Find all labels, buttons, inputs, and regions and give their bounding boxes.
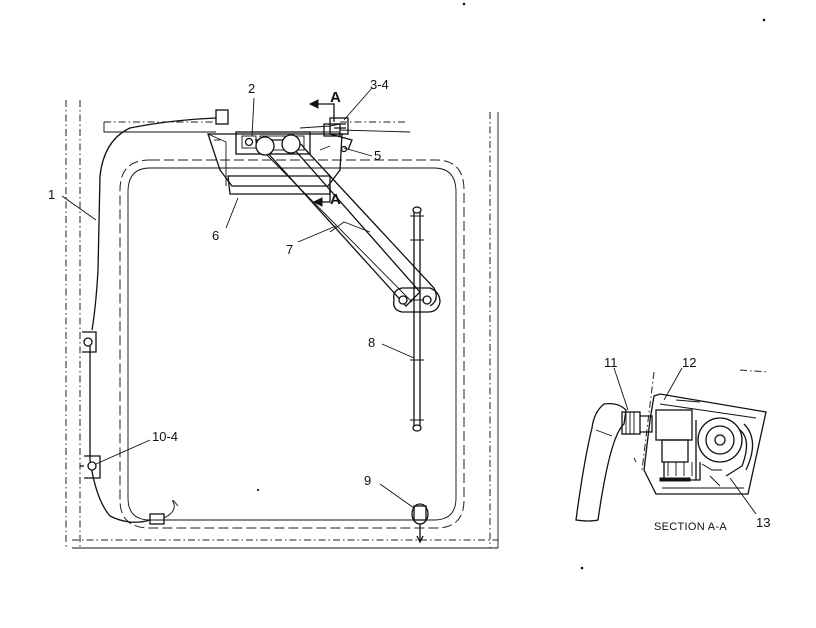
- leader-lines: [61, 87, 415, 509]
- section-label-bottom: A: [330, 191, 341, 208]
- section-leader-lines: [613, 367, 757, 515]
- wiper-switch: [411, 503, 429, 544]
- callout-7: 7: [286, 242, 294, 257]
- drive-shaft-assembly: [319, 117, 349, 153]
- callout-6: 6: [212, 228, 220, 243]
- section-view: [575, 369, 769, 522]
- callout-10-4: 10-4: [152, 429, 179, 444]
- section-arrow-bottom: [312, 186, 331, 207]
- callout-13: 13: [756, 515, 771, 530]
- callout-9: 9: [364, 473, 372, 488]
- callout-3-4: 3-4: [370, 77, 389, 92]
- wiring-harness: [80, 117, 217, 525]
- window-glass: [119, 159, 465, 529]
- section-arrow-top: [308, 99, 335, 122]
- callout-2: 2: [248, 81, 256, 96]
- window-frame: [65, 100, 499, 549]
- callout-5: 5: [374, 148, 382, 163]
- callout-1: 1: [48, 187, 56, 202]
- callout-12: 12: [682, 355, 697, 370]
- callout-11: 11: [604, 355, 618, 370]
- wiper-blade: [410, 206, 424, 432]
- section-caption: SECTION A-A: [654, 521, 727, 533]
- callout-8: 8: [368, 335, 376, 350]
- wiper-arm: [254, 134, 441, 313]
- section-label-top: A: [330, 89, 341, 106]
